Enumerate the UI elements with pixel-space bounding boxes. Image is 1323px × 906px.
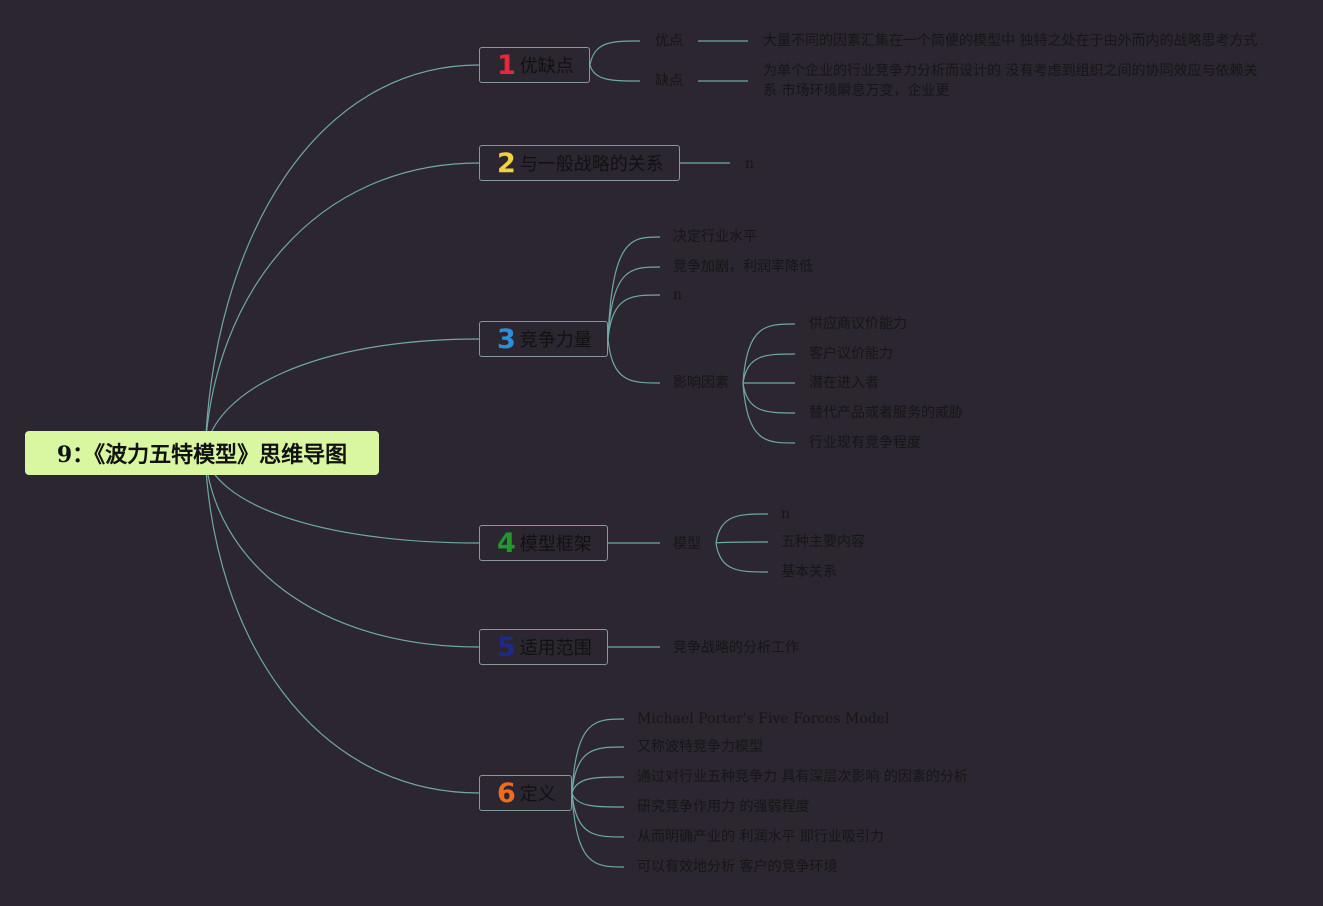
connector-line <box>571 746 625 794</box>
root-topic-label: 9：《波力五特模型》思维导图 <box>56 442 348 468</box>
branch-label: 模型框架 <box>519 534 592 555</box>
connector-line <box>742 382 796 414</box>
topic-model[interactable]: 模型 <box>673 536 701 552</box>
connector-line <box>571 792 625 808</box>
branch-strategy-relation[interactable]: 2 与一般战略的关系 <box>479 145 680 181</box>
topic-cons[interactable]: 缺点 <box>655 73 683 89</box>
branch-label: 优缺点 <box>519 56 574 77</box>
root-connector-line <box>204 452 480 794</box>
topic-alias[interactable]: 又称波特竞争力模型 <box>637 739 763 755</box>
topic-cons-detail[interactable]: 为单个企业的行业竞争力分析而设计的 没有考虑到组织之间的协同效应与依赖关系 市场… <box>763 63 1258 99</box>
root-connector-line <box>204 452 480 648</box>
topic-supplier-power[interactable]: 供应商议价能力 <box>809 316 907 332</box>
branch-scope[interactable]: 5 适用范围 <box>479 629 608 665</box>
root-connector-line <box>204 338 480 454</box>
connector-line <box>571 792 625 868</box>
topic-force-strength[interactable]: 研究竞争作用力 的强弱程度 <box>637 799 810 815</box>
branch-number: 2 <box>497 147 516 179</box>
branch-pros-cons[interactable]: 1 优缺点 <box>479 47 590 83</box>
topic-profit-level[interactable]: 从而明确产业的 利润水平 即行业吸引力 <box>637 829 884 845</box>
topic-customer-environment[interactable]: 可以有效地分析 客户的竞争环境 <box>637 859 838 875</box>
topic-pros[interactable]: 优点 <box>655 33 683 49</box>
connector-line <box>571 792 625 838</box>
topic-influencing-factors[interactable]: 影响因素 <box>673 375 729 391</box>
connector-line <box>742 323 796 384</box>
connector-line <box>607 294 661 340</box>
topic-basic-relations[interactable]: 基本关系 <box>781 564 837 580</box>
branch-number: 1 <box>497 49 516 81</box>
topic-deep-factors[interactable]: 通过对行业五种竞争力 具有深层次影响 的因素的分析 <box>637 769 968 785</box>
branch-definition[interactable]: 6 定义 <box>479 775 572 811</box>
topic-rivalry[interactable]: 行业现有竞争程度 <box>809 435 921 451</box>
connector-line <box>607 338 661 384</box>
branch-label: 与一般战略的关系 <box>519 154 664 175</box>
connector-line <box>589 40 641 66</box>
topic-buyer-power[interactable]: 客户议价能力 <box>809 346 893 362</box>
topic-new-entrants[interactable]: 潜在进入者 <box>809 375 879 391</box>
topic-strategy-n[interactable]: n <box>745 156 755 172</box>
connector-line <box>715 541 769 544</box>
branch-number: 3 <box>497 323 516 355</box>
connector-line <box>715 513 769 544</box>
topic-five-contents[interactable]: 五种主要内容 <box>781 534 865 550</box>
branch-label: 适用范围 <box>519 638 592 659</box>
branch-number: 5 <box>497 631 516 663</box>
topic-forces-n[interactable]: n <box>673 287 683 303</box>
branch-number: 6 <box>497 777 516 809</box>
root-topic[interactable]: 9：《波力五特模型》思维导图 <box>25 431 379 475</box>
topic-competition-intensifies[interactable]: 竞争加剧，利润率降低 <box>673 259 813 275</box>
branch-label: 竞争力量 <box>519 330 592 351</box>
branch-label: 定义 <box>519 784 556 805</box>
branch-number: 4 <box>497 527 516 559</box>
topic-porter-name[interactable]: Michael Porter's Five Forces Model <box>637 711 890 727</box>
topic-pros-detail[interactable]: 大量不同的因素汇集在一个简便的模型中 独特之处在于由外而内的战略思考方式 <box>763 33 1258 49</box>
connector-line <box>607 266 661 340</box>
topic-strategy-analysis[interactable]: 竞争战略的分析工作 <box>673 640 799 656</box>
connector-line <box>571 776 625 794</box>
connector-line <box>742 353 796 384</box>
branch-competitive-forces[interactable]: 3 竞争力量 <box>479 321 608 357</box>
connector-line <box>571 718 625 794</box>
root-connector-line <box>204 64 480 454</box>
root-connector-line <box>204 162 480 454</box>
connector-line <box>742 382 796 444</box>
branch-model-framework[interactable]: 4 模型框架 <box>479 525 608 561</box>
connector-line <box>715 542 769 573</box>
connector-line <box>589 64 641 82</box>
topic-industry-level[interactable]: 决定行业水平 <box>673 229 757 245</box>
connector-line <box>607 236 661 340</box>
topic-model-n[interactable]: n <box>781 506 791 522</box>
topic-substitutes[interactable]: 替代产品或者服务的威胁 <box>809 405 963 421</box>
